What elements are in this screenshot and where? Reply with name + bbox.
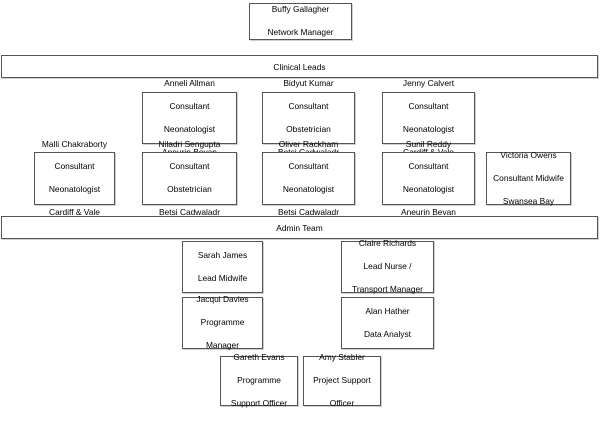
admin-team-card: Gareth Evans Programme Support Officer <box>220 352 298 409</box>
admin-role: Lead Midwife <box>197 272 248 283</box>
admin-team-card: Alan Hather Data Analyst <box>341 297 434 349</box>
admin-role: Project Support <box>313 375 371 386</box>
lead-specialty: Obstetrician <box>286 123 331 134</box>
lead-name: Niladri Sengupta <box>158 138 221 149</box>
lead-role: Consultant <box>288 100 329 111</box>
admin-name: Gareth Evans <box>233 352 285 363</box>
clinical-lead-card: Malli Chakraborty Consultant Neonatologi… <box>34 139 115 217</box>
admin-name: Alan Hather <box>365 305 410 316</box>
lead-health-board: Betsi Cadwaladr <box>278 207 339 218</box>
lead-role: Consultant Midwife <box>493 172 564 183</box>
admin-name: Jacqui Davies <box>196 294 249 305</box>
lead-health-board: Cardiff & Vale <box>403 147 454 158</box>
lead-specialty: Neonatologist <box>163 123 216 134</box>
admin-role: Officer <box>329 398 355 409</box>
lead-name: Sunil Reddy <box>405 138 452 149</box>
admin-role: Support Officer <box>230 398 288 409</box>
clinical-lead-card: Niladri Sengupta Consultant Obstetrician… <box>142 139 237 217</box>
admin-team-card: Claire Richards Lead Nurse / Transport M… <box>341 238 434 295</box>
admin-role: Lead Nurse / <box>363 261 412 272</box>
admin-team-card: Jacqui Davies Programme Manager <box>182 294 263 351</box>
lead-name: Bidyut Kumar <box>283 78 334 89</box>
lead-role: Consultant <box>408 161 449 172</box>
lead-health-board: Betsi Cadwaladr <box>278 147 339 158</box>
lead-name: Victoria Owens <box>500 149 557 160</box>
lead-role: Consultant <box>288 161 329 172</box>
lead-specialty: Neonatologist <box>48 184 101 195</box>
clinical-lead-card: Victoria Owens Consultant Midwife Swanse… <box>486 149 571 206</box>
admin-name: Claire Richards <box>358 238 417 249</box>
manager-name: Buffy Gallagher <box>271 4 330 15</box>
clinical-lead-card: Jenny Calvert Consultant Neonatologist C… <box>382 78 475 157</box>
admin-name: Amy Stabler <box>319 352 365 363</box>
admin-role: Data Analyst <box>363 328 412 339</box>
lead-name: Jenny Calvert <box>402 78 455 89</box>
admin-role: Programme <box>237 375 281 386</box>
admin-team-label: Admin Team <box>276 222 323 233</box>
lead-role: Consultant <box>169 161 210 172</box>
lead-name: Anneli Allman <box>164 78 215 89</box>
lead-specialty: Neonatologist <box>402 123 455 134</box>
clinical-leads-bar: Clinical Leads <box>1 55 598 78</box>
lead-name: Oliver Rackham <box>278 138 339 149</box>
manager-title: Network Manager <box>267 27 334 38</box>
lead-specialty: Neonatologist <box>402 184 455 195</box>
lead-health-board: Aneurin Bevan <box>162 147 217 158</box>
lead-health-board: Cardiff & Vale <box>49 207 100 218</box>
admin-role: Transport Manager <box>352 284 423 295</box>
lead-specialty: Neonatologist <box>282 184 335 195</box>
lead-role: Consultant <box>408 100 449 111</box>
admin-team-bar: Admin Team <box>1 216 598 239</box>
clinical-lead-card: Sunil Reddy Consultant Neonatologist Ane… <box>382 139 475 217</box>
admin-team-card: Sarah James Lead Midwife <box>182 241 263 293</box>
clinical-lead-card: Oliver Rackham Consultant Neonatologist … <box>262 139 355 217</box>
admin-role: Manager <box>205 340 240 351</box>
lead-health-board: Betsi Cadwaladr <box>159 207 220 218</box>
manager-box: Buffy Gallagher Network Manager <box>249 3 352 40</box>
admin-team-card: Amy Stabler Project Support Officer <box>303 352 381 409</box>
lead-health-board: Aneurin Bevan <box>401 207 456 218</box>
lead-specialty: Obstetrician <box>167 184 212 195</box>
lead-name: Malli Chakraborty <box>41 138 108 149</box>
clinical-lead-card: Anneli Allman Consultant Neonatologist A… <box>142 78 237 157</box>
admin-role: Programme <box>200 317 245 328</box>
clinical-leads-label: Clinical Leads <box>273 61 326 72</box>
lead-health-board: Swansea Bay <box>502 195 555 206</box>
clinical-lead-card: Bidyut Kumar Consultant Obstetrician Bet… <box>262 78 355 157</box>
lead-role: Consultant <box>54 161 95 172</box>
admin-name: Sarah James <box>197 249 248 260</box>
lead-role: Consultant <box>169 100 210 111</box>
